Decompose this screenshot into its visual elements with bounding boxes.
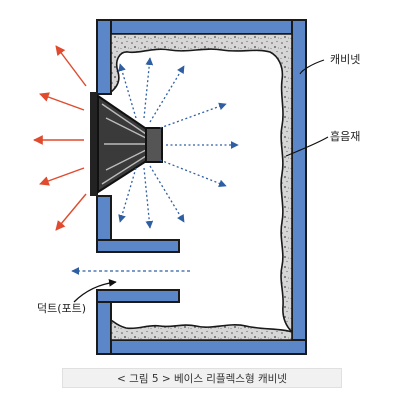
internal-arrow bbox=[159, 159, 227, 188]
internal-arrow bbox=[159, 102, 227, 129]
absorbent-label: 흡음재 bbox=[330, 130, 361, 143]
cabinet-label: 캐비넷 bbox=[330, 53, 361, 66]
internal-arrow bbox=[118, 167, 137, 223]
front-arrow bbox=[39, 167, 85, 186]
cabinet-bottom-wall bbox=[96, 339, 307, 355]
internal-arrow bbox=[118, 63, 137, 119]
front-arrow bbox=[39, 92, 85, 111]
internal-arrow bbox=[143, 167, 154, 229]
duct-upper-wall bbox=[96, 239, 180, 253]
front-radiation-arrows bbox=[33, 45, 87, 231]
absorbent-top-layer bbox=[110, 33, 293, 334]
figure-caption-text: < 그림 5 > 베이스 리플렉스형 캐비넷 bbox=[117, 372, 287, 385]
internal-radiation-arrows bbox=[118, 57, 239, 229]
cabinet-walls bbox=[96, 19, 307, 355]
speaker-driver-icon bbox=[90, 92, 163, 196]
speaker-frame bbox=[90, 92, 98, 196]
cabinet-left-upper-wall bbox=[96, 19, 112, 95]
absorbent-material bbox=[110, 33, 293, 341]
internal-arrow bbox=[143, 57, 154, 119]
front-arrow bbox=[55, 45, 87, 87]
cabinet-top-wall bbox=[96, 19, 307, 35]
speaker-magnet bbox=[145, 127, 163, 163]
duct-leader-arrow bbox=[73, 279, 117, 303]
cabinet-leader-line bbox=[299, 59, 325, 75]
duct-label: 덕트(포트) bbox=[37, 302, 87, 315]
internal-arrow bbox=[149, 65, 185, 123]
speaker-basket-lines bbox=[101, 103, 147, 185]
duct-lower-wall bbox=[96, 289, 180, 303]
internal-arrow bbox=[149, 165, 185, 223]
figure-caption: < 그림 5 > 베이스 리플렉스형 캐비넷 bbox=[62, 368, 342, 388]
absorbent-leader-line bbox=[285, 136, 329, 157]
absorbent-bottom-layer bbox=[110, 318, 293, 341]
front-arrow bbox=[55, 193, 87, 231]
